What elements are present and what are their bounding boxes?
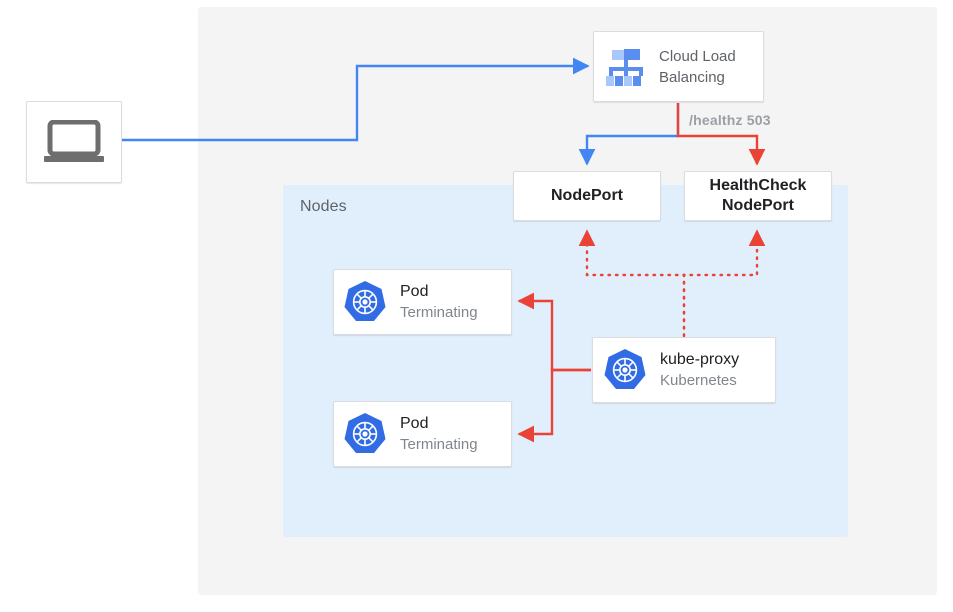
kube-proxy-title: kube-proxy bbox=[660, 350, 740, 368]
kubernetes-icon bbox=[604, 349, 646, 389]
cloud-load-balancing-node[interactable]: Cloud Load Balancing bbox=[593, 31, 764, 102]
pod-2-title: Pod bbox=[400, 414, 429, 432]
healthcheck-nodeport-node[interactable]: HealthCheck NodePort bbox=[684, 171, 832, 221]
cloud-load-balancing-line-1: Cloud Load bbox=[659, 47, 736, 65]
nodes-region-label: Nodes bbox=[300, 198, 347, 215]
cloud-load-balancing-label: Cloud Load Balancing bbox=[659, 46, 736, 88]
healthcheck-nodeport-line-2: NodePort bbox=[721, 197, 794, 214]
kubernetes-icon bbox=[344, 281, 386, 321]
cloud-load-balancing-line-2: Balancing bbox=[659, 68, 725, 86]
kubernetes-icon bbox=[344, 413, 386, 453]
pod-1-status: Terminating bbox=[400, 303, 478, 321]
kube-proxy-subtitle: Kubernetes bbox=[660, 371, 737, 389]
pod-2-status: Terminating bbox=[400, 435, 478, 453]
nodeport-label: NodePort bbox=[551, 187, 623, 204]
cloud-load-balancing-icon bbox=[606, 48, 643, 86]
kube-proxy-text: kube-proxy Kubernetes bbox=[660, 350, 739, 391]
healthz-edge-label: /healthz 503 bbox=[689, 112, 771, 128]
kube-proxy-node[interactable]: kube-proxy Kubernetes bbox=[592, 337, 776, 403]
healthcheck-nodeport-line-1: HealthCheck bbox=[709, 177, 807, 194]
pod-node-2[interactable]: Pod Terminating bbox=[333, 401, 512, 467]
client-node[interactable] bbox=[26, 101, 122, 183]
pod-1-title: Pod bbox=[400, 282, 429, 300]
pod-1-text: Pod Terminating bbox=[400, 282, 478, 323]
pod-2-text: Pod Terminating bbox=[400, 414, 478, 455]
nodeport-node[interactable]: NodePort bbox=[513, 171, 661, 221]
pod-node-1[interactable]: Pod Terminating bbox=[333, 269, 512, 335]
healthcheck-nodeport-label: HealthCheck NodePort bbox=[710, 176, 807, 216]
laptop-icon bbox=[44, 120, 104, 162]
